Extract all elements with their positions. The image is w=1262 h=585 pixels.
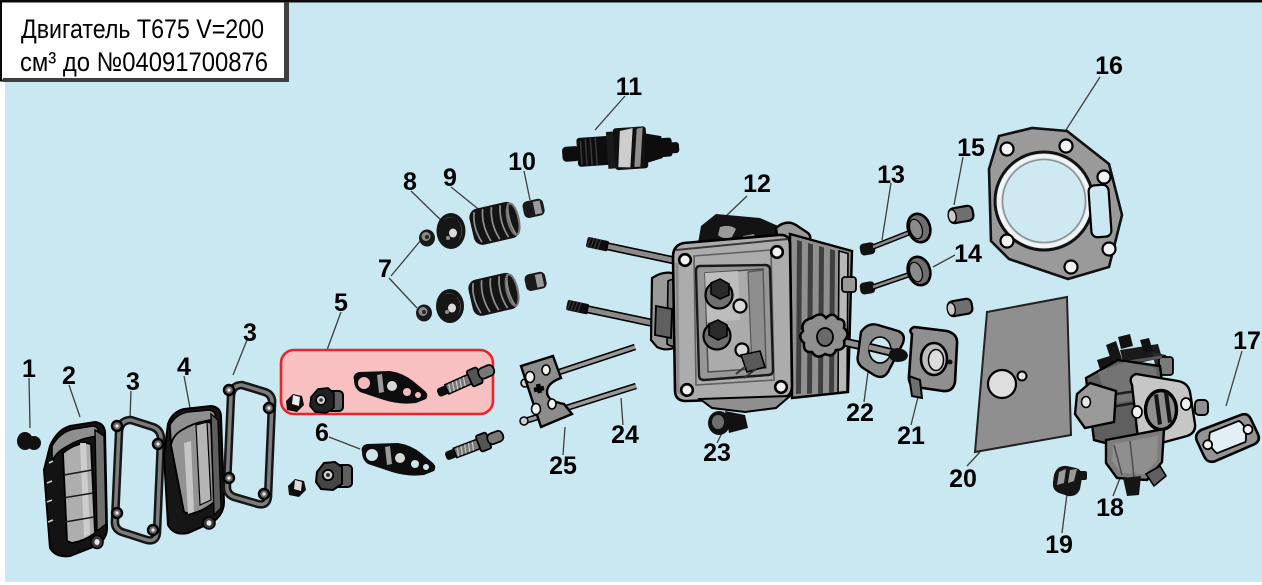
svg-text:13: 13 (877, 161, 905, 189)
svg-text:6: 6 (315, 419, 329, 447)
svg-text:8: 8 (403, 168, 417, 196)
svg-text:14: 14 (954, 240, 982, 268)
svg-text:7: 7 (378, 255, 392, 283)
svg-text:15: 15 (957, 134, 985, 162)
svg-text:18: 18 (1096, 494, 1124, 522)
svg-text:17: 17 (1233, 327, 1261, 355)
svg-text:1: 1 (22, 355, 36, 383)
svg-text:21: 21 (897, 422, 925, 450)
svg-text:19: 19 (1045, 531, 1073, 559)
svg-text:20: 20 (949, 465, 977, 493)
svg-text:2: 2 (62, 362, 76, 390)
svg-text:24: 24 (611, 421, 639, 449)
svg-text:23: 23 (703, 439, 731, 467)
svg-text:22: 22 (846, 399, 874, 427)
svg-text:4: 4 (177, 353, 191, 381)
svg-text:25: 25 (549, 452, 577, 480)
svg-text:см³ до №04091700876: см³ до №04091700876 (20, 47, 268, 77)
svg-text:5: 5 (334, 289, 348, 317)
svg-text:12: 12 (743, 170, 771, 198)
svg-text:3: 3 (243, 319, 257, 347)
svg-text:3: 3 (126, 368, 140, 396)
svg-text:11: 11 (616, 73, 643, 101)
svg-text:9: 9 (443, 164, 457, 192)
svg-text:16: 16 (1095, 52, 1123, 80)
svg-text:10: 10 (508, 148, 536, 176)
svg-text:Двигатель Т675 V=200: Двигатель Т675 V=200 (21, 14, 264, 44)
